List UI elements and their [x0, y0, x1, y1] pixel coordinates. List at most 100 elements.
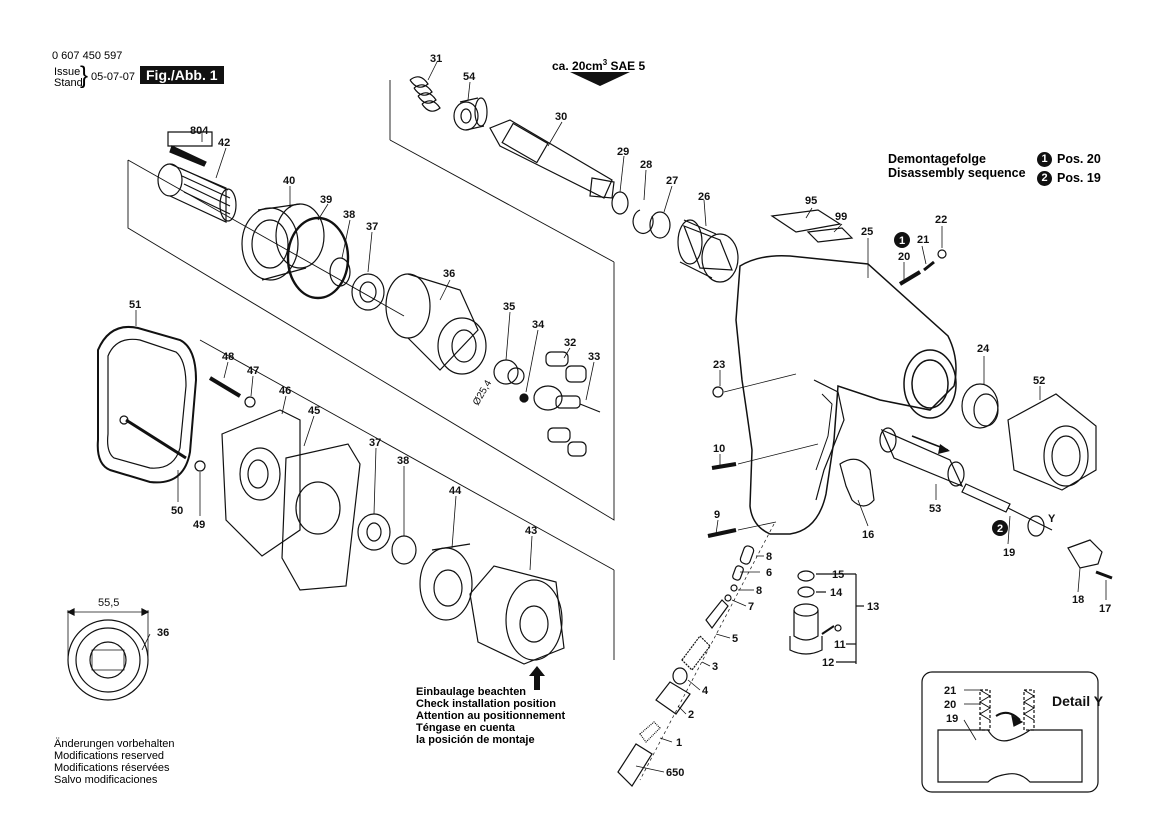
label-38b: 38 — [397, 455, 409, 467]
label-24: 24 — [977, 343, 990, 355]
label-31: 31 — [430, 53, 442, 65]
label-28: 28 — [640, 159, 652, 171]
part-28-clip — [632, 209, 654, 235]
label-51: 51 — [129, 299, 141, 311]
part-1-strainer — [639, 721, 661, 743]
label-47: 47 — [247, 365, 259, 377]
part-33-valve-b — [547, 427, 587, 457]
part-24-ring — [961, 383, 999, 429]
label-19: 19 — [1003, 547, 1015, 559]
issue-label: Issue — [54, 66, 81, 78]
part-43-hammer — [469, 565, 565, 665]
disassembly-title-en: Disassembly sequence — [888, 166, 1026, 180]
label-4: 4 — [702, 685, 709, 697]
install-arrow — [529, 666, 545, 690]
detail-label-21: 21 — [944, 685, 956, 697]
part-37-bearing-lower — [357, 513, 391, 551]
part-44-cage — [419, 543, 473, 621]
part-21-spring — [923, 260, 935, 272]
label-52: 52 — [1033, 375, 1045, 387]
label-40: 40 — [283, 175, 295, 187]
label-37: 37 — [366, 221, 378, 233]
figure-label: Fig./Abb. 1 — [140, 66, 224, 84]
part-30-anvil — [489, 119, 615, 199]
label-46: 46 — [279, 385, 291, 397]
part-5-stem — [705, 599, 729, 630]
lubricant-note: ca. 20cm3 SAE 5 — [552, 58, 646, 73]
label-43: 43 — [525, 525, 537, 537]
part-47-washer — [244, 396, 256, 408]
label-37b: 37 — [369, 437, 381, 449]
part-34-ball — [519, 393, 529, 403]
part-6-valve — [732, 565, 744, 581]
part-23-plug — [712, 386, 724, 398]
label-29: 29 — [617, 146, 629, 158]
label-804: 804 — [190, 125, 209, 137]
part-10-pin — [711, 462, 737, 470]
lubricant-arrow — [570, 72, 630, 86]
disassembly-title-de: Demontagefolge — [888, 152, 986, 166]
label-14: 14 — [830, 587, 843, 599]
label-22: 22 — [935, 214, 947, 226]
label-49: 49 — [193, 519, 205, 531]
label-5: 5 — [732, 633, 738, 645]
label-30: 30 — [555, 111, 567, 123]
issue-date: 05-07-07 — [91, 71, 136, 83]
part-15-oring — [797, 570, 815, 582]
label-9: 9 — [714, 509, 720, 521]
label-44: 44 — [449, 485, 462, 497]
part-17-screw — [1095, 570, 1113, 580]
part-13-throttle-valve — [789, 603, 823, 655]
part-46-housing — [221, 409, 301, 557]
part-26-sleeve — [677, 219, 739, 283]
part-29-oring — [611, 191, 629, 215]
label-20: 20 — [898, 251, 910, 263]
part-8-ring — [730, 584, 738, 592]
part-40-cylinder — [241, 203, 325, 281]
label-23: 23 — [713, 359, 725, 371]
part-20-pin — [898, 270, 922, 286]
label-8b: 8 — [756, 585, 762, 597]
part-39-oring — [286, 216, 350, 300]
brace: } — [80, 62, 89, 89]
part-4-oring — [672, 667, 688, 685]
part-35-bushing — [493, 359, 525, 385]
part-19-rod — [961, 483, 1053, 537]
detail-y-view — [921, 671, 1099, 793]
label-45: 45 — [308, 405, 320, 417]
part-3-spring — [681, 635, 711, 671]
part-51-gasket — [96, 326, 198, 484]
label-11: 11 — [834, 639, 846, 651]
label-15: 15 — [832, 569, 844, 581]
dimension-55-5: 55,5 — [98, 597, 119, 609]
part-2-nipple — [655, 681, 691, 715]
part-12-spring — [821, 625, 835, 635]
label-1: 1 — [676, 737, 682, 749]
label-42: 42 — [218, 137, 230, 149]
part-labels: 31 54 30 29 28 27 26 804 42 40 39 38 37 … — [129, 53, 1111, 779]
label-99: 99 — [835, 211, 847, 223]
disassembly-marker-2 — [992, 520, 1008, 536]
part-36-end-view — [66, 608, 150, 701]
label-35: 35 — [503, 301, 515, 313]
part-31-spring — [409, 76, 441, 112]
label-7: 7 — [748, 601, 754, 613]
install-note: Einbaulage beachten Check installation p… — [416, 686, 566, 746]
label-34: 34 — [532, 319, 545, 331]
label-3: 3 — [712, 661, 718, 673]
label-50: 50 — [171, 505, 183, 517]
label-26: 26 — [698, 191, 710, 203]
label-54: 54 — [463, 71, 476, 83]
label-2: 2 — [688, 709, 694, 721]
part-48-screw — [208, 376, 242, 398]
label-32: 32 — [564, 337, 576, 349]
label-95: 95 — [805, 195, 817, 207]
part-49-washer — [194, 460, 206, 472]
part-9-pin — [707, 528, 737, 538]
part-32-valve — [545, 351, 587, 383]
footer-note: Änderungen vorbehalten Modifications res… — [54, 738, 175, 786]
part-42-rotor — [157, 163, 237, 223]
